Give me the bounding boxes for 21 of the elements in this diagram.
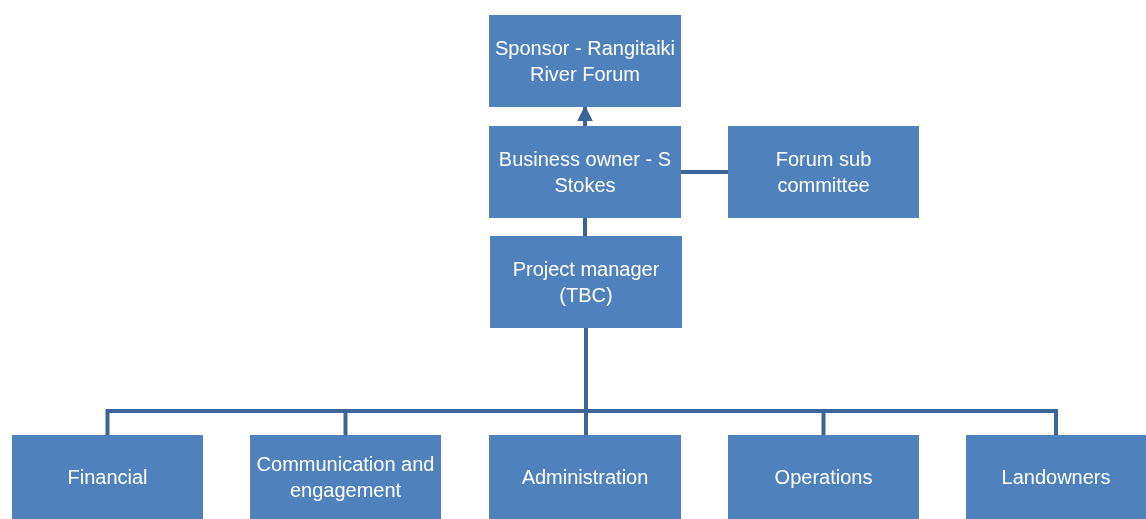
connector-line — [681, 170, 728, 174]
box-label: Administration — [521, 465, 649, 490]
box-label: Forum sub committee — [774, 147, 873, 198]
box-label: Financial — [67, 465, 148, 490]
org-box — [489, 15, 681, 107]
box-label: Landowners — [1001, 465, 1111, 490]
box-label: Communication and engagement — [255, 452, 436, 503]
connector-line — [583, 218, 587, 236]
org-box — [728, 435, 919, 519]
org-box — [489, 126, 681, 218]
org-box — [250, 435, 441, 519]
org-box — [489, 435, 681, 519]
org-box — [12, 435, 203, 519]
box-label: Project manager (TBC) — [511, 257, 661, 308]
org-box — [966, 435, 1146, 519]
org-box — [728, 126, 919, 218]
box-label: Operations — [774, 465, 873, 490]
connector-line — [577, 105, 593, 126]
box-label: Sponsor - Rangitaiki River Forum — [493, 36, 677, 87]
box-label: Business owner - S Stokes — [497, 147, 673, 198]
org-box — [490, 236, 682, 328]
